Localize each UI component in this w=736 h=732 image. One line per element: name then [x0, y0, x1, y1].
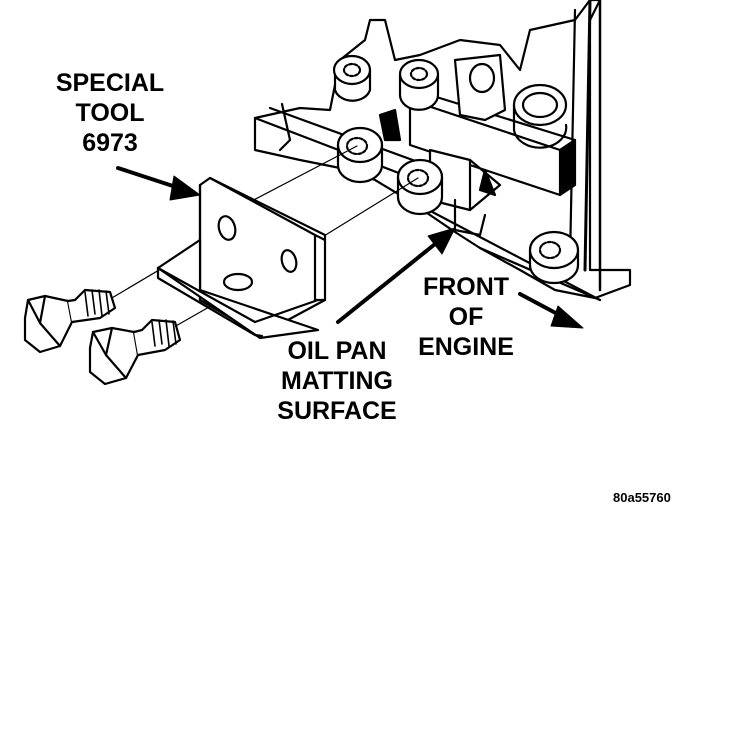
front-engine-label: FRONT OF ENGINE: [408, 272, 524, 362]
special-tool-line-1: SPECIAL: [55, 69, 165, 97]
oil-pan-line-2: MATTING: [280, 367, 393, 395]
threaded-boss-top-mid: [398, 58, 440, 111]
arrow-special-tool: [116, 166, 201, 201]
threaded-boss-right: [528, 230, 580, 285]
threaded-boss-mount-2: [396, 158, 444, 216]
arrow-oil-pan: [336, 227, 456, 324]
oil-pan-label: OIL PAN MATTING SURFACE: [266, 336, 408, 426]
bolt-upper: [23, 288, 117, 354]
oil-pan-line-1: OIL PAN: [287, 337, 387, 365]
front-engine-line-1: FRONT: [422, 273, 510, 301]
threaded-boss-top-left: [332, 54, 372, 102]
front-engine-line-2: OF: [448, 303, 484, 331]
arrow-front-engine: [518, 292, 584, 329]
special-tool-bracket: [156, 176, 327, 340]
figure-code: 80a55760: [613, 490, 671, 505]
oil-pan-line-3: SURFACE: [277, 397, 397, 425]
bolt-lower: [88, 318, 182, 386]
threaded-boss-mount-1: [336, 126, 384, 184]
special-tool-line-2: TOOL: [75, 99, 145, 127]
front-engine-line-3: ENGINE: [418, 333, 514, 361]
special-tool-line-3: 6973: [82, 129, 138, 157]
special-tool-label: SPECIAL TOOL 6973: [48, 68, 172, 158]
